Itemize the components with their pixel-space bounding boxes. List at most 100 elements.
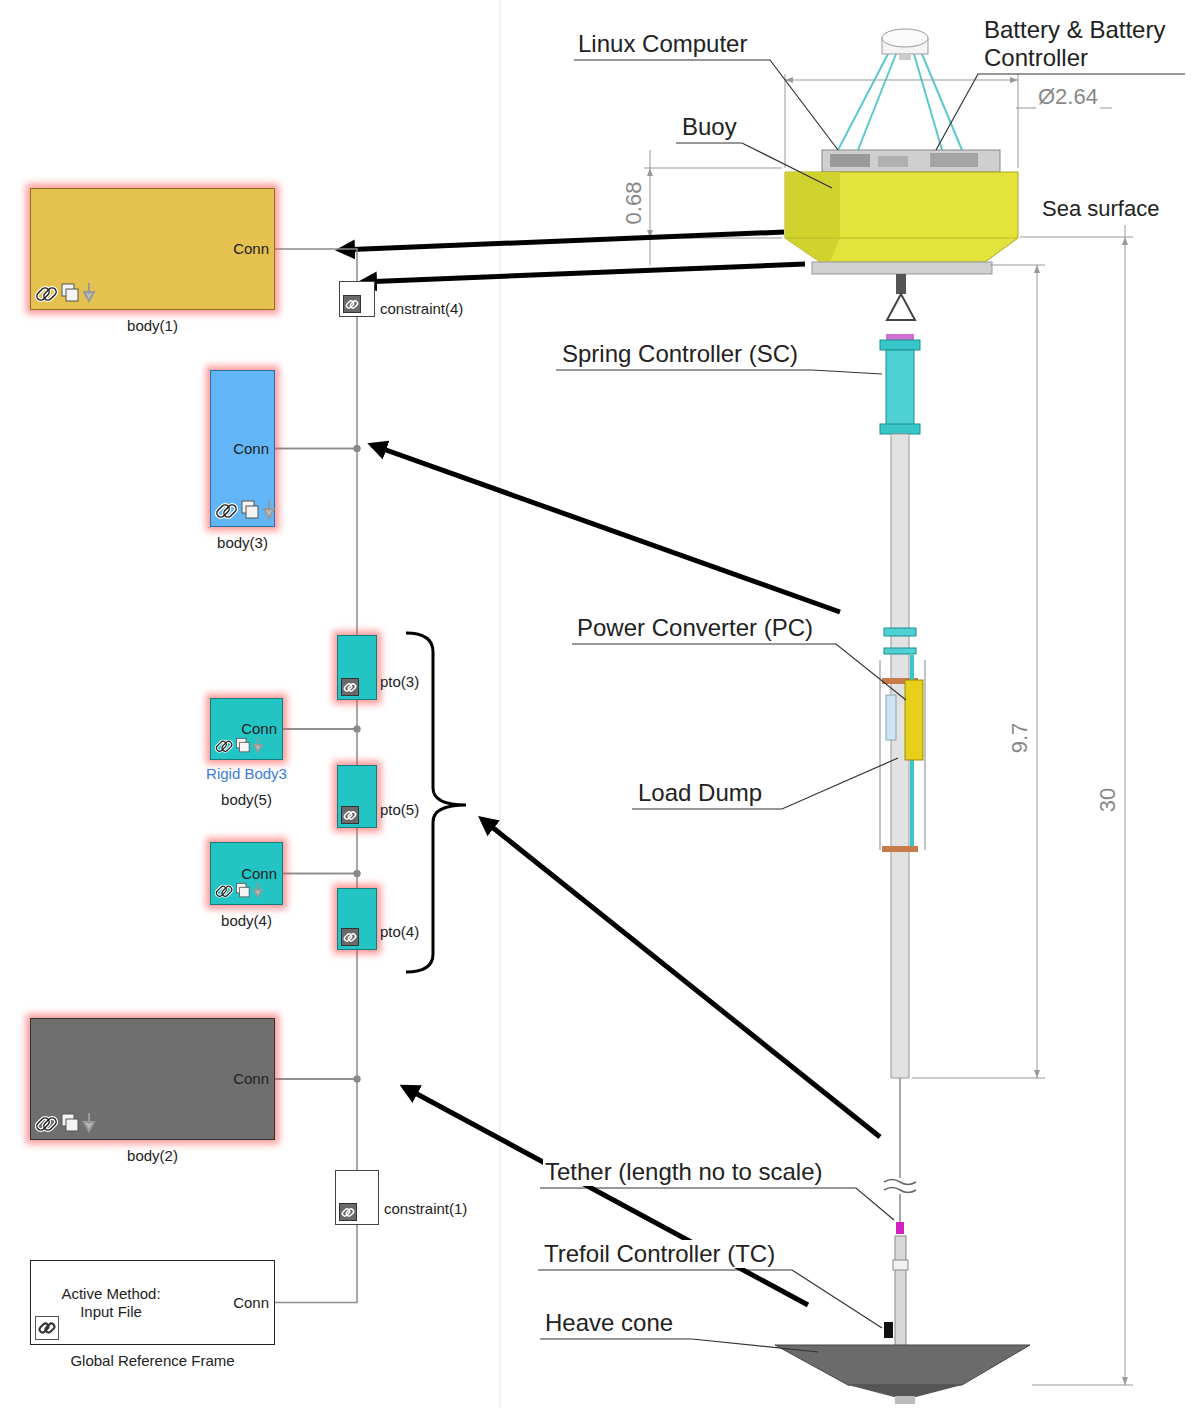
- icon-link: [221, 885, 233, 897]
- icon-link: [221, 885, 233, 897]
- icon-link: [42, 286, 58, 302]
- port-label: Conn: [233, 440, 269, 458]
- block-icon: [35, 280, 103, 306]
- icon-square: [66, 1119, 78, 1131]
- icon-link: [44, 1322, 55, 1333]
- constraint-block: constraint(4): [339, 281, 375, 317]
- icon-link: [215, 740, 227, 752]
- port-label: Conn: [233, 1294, 269, 1312]
- block-icon: [215, 735, 269, 756]
- block-icon: [35, 1110, 103, 1136]
- body-block: Connbody(1): [30, 188, 275, 310]
- junction-dot: [354, 445, 361, 452]
- icon-arrow: [254, 738, 262, 752]
- icon-link: [349, 300, 358, 309]
- callout-label: Power Converter (PC): [575, 614, 815, 642]
- icon-arrow: [84, 283, 94, 301]
- icon-square: [240, 742, 250, 752]
- icon-arrow: [84, 1113, 94, 1131]
- connector-line: [275, 249, 357, 281]
- connector-line: [275, 317, 357, 449]
- icon-link: [215, 885, 227, 897]
- body-block: Connbody(2): [30, 1018, 275, 1140]
- icon-link: [221, 740, 233, 752]
- block-icon: [215, 497, 283, 523]
- block-icon: [339, 1203, 357, 1221]
- connector-line: [275, 950, 357, 1079]
- callout-label: Tether (length no to scale): [543, 1158, 825, 1186]
- connector-line: [275, 1079, 357, 1170]
- icon-link: [347, 683, 356, 692]
- block-name: body(3): [217, 534, 268, 552]
- block-icon: [341, 928, 359, 946]
- icon-link: [42, 286, 58, 302]
- junction-dot: [354, 726, 361, 733]
- junction-dot: [354, 445, 361, 452]
- block-icon: [341, 806, 359, 824]
- icon-link: [221, 740, 233, 752]
- port-label: Conn: [233, 240, 269, 258]
- junction-dot: [354, 1076, 361, 1083]
- block-name: pto(3): [380, 673, 419, 691]
- block-icon: [215, 880, 269, 901]
- block-name: Global Reference Frame: [70, 1352, 234, 1370]
- junction-dot: [354, 870, 361, 877]
- callout-label: Heave cone: [543, 1309, 675, 1337]
- icon-link: [222, 503, 238, 519]
- icon-link: [347, 933, 356, 942]
- callout-label: Buoy: [680, 113, 739, 141]
- dimension-value: 0.68: [621, 180, 647, 227]
- icon-square: [66, 289, 78, 301]
- icon-frame: [342, 929, 359, 946]
- dimension-value: 9.7: [1007, 721, 1033, 756]
- dimension-value: 30: [1095, 786, 1121, 814]
- block-name: constraint(1): [384, 1200, 467, 1218]
- icon-arrow: [254, 883, 262, 897]
- callout-label: Linux Computer: [576, 30, 749, 58]
- icon-link: [347, 811, 356, 820]
- connector-line: [275, 449, 357, 636]
- callout-label: Trefoil Controller (TC): [542, 1240, 777, 1268]
- port-label: Conn: [241, 720, 277, 738]
- icon-link: [222, 503, 238, 519]
- block-icon: [35, 1316, 59, 1340]
- icon-square: [246, 506, 258, 518]
- block-name: body(1): [127, 317, 178, 335]
- port-label: Conn: [233, 1070, 269, 1088]
- block-name: pto(5): [380, 801, 419, 819]
- icon-frame: [342, 807, 359, 824]
- block-name: constraint(4): [380, 300, 463, 318]
- connector-line: [283, 729, 357, 765]
- water-level-label: Sea surface: [1040, 196, 1161, 222]
- callout-label: Load Dump: [636, 779, 764, 807]
- junction-dot: [354, 870, 361, 877]
- body-block: ConnRigid Body3body(5): [210, 698, 283, 760]
- block-subtitle: Rigid Body3: [206, 765, 287, 783]
- junction-dot: [354, 1076, 361, 1083]
- icon-link: [42, 1116, 58, 1132]
- pto-block: pto(3): [337, 635, 377, 700]
- block-name: body(4): [221, 912, 272, 930]
- icon-frame: [36, 1317, 59, 1340]
- icon-link: [42, 1116, 58, 1132]
- connector-line: [275, 1225, 357, 1303]
- junction-dot: [354, 726, 361, 733]
- icon-link: [215, 503, 231, 519]
- icon-square: [240, 887, 250, 897]
- icon-link: [35, 286, 51, 302]
- port-label: Conn: [241, 865, 277, 883]
- icon-arrow: [264, 500, 274, 518]
- icon-frame: [340, 1204, 357, 1221]
- method-text: Active Method: Input File: [47, 1285, 175, 1321]
- block-name: pto(4): [380, 923, 419, 941]
- dimension-value: Ø2.64: [1036, 84, 1100, 110]
- body-block: Connbody(3): [210, 370, 275, 527]
- connector-line: [283, 828, 357, 874]
- connector-line: [283, 700, 357, 729]
- icon-frame: [342, 679, 359, 696]
- body-block: Connbody(4): [210, 842, 283, 905]
- icon-link: [35, 1116, 51, 1132]
- callout-label: Battery & Battery Controller: [982, 16, 1181, 72]
